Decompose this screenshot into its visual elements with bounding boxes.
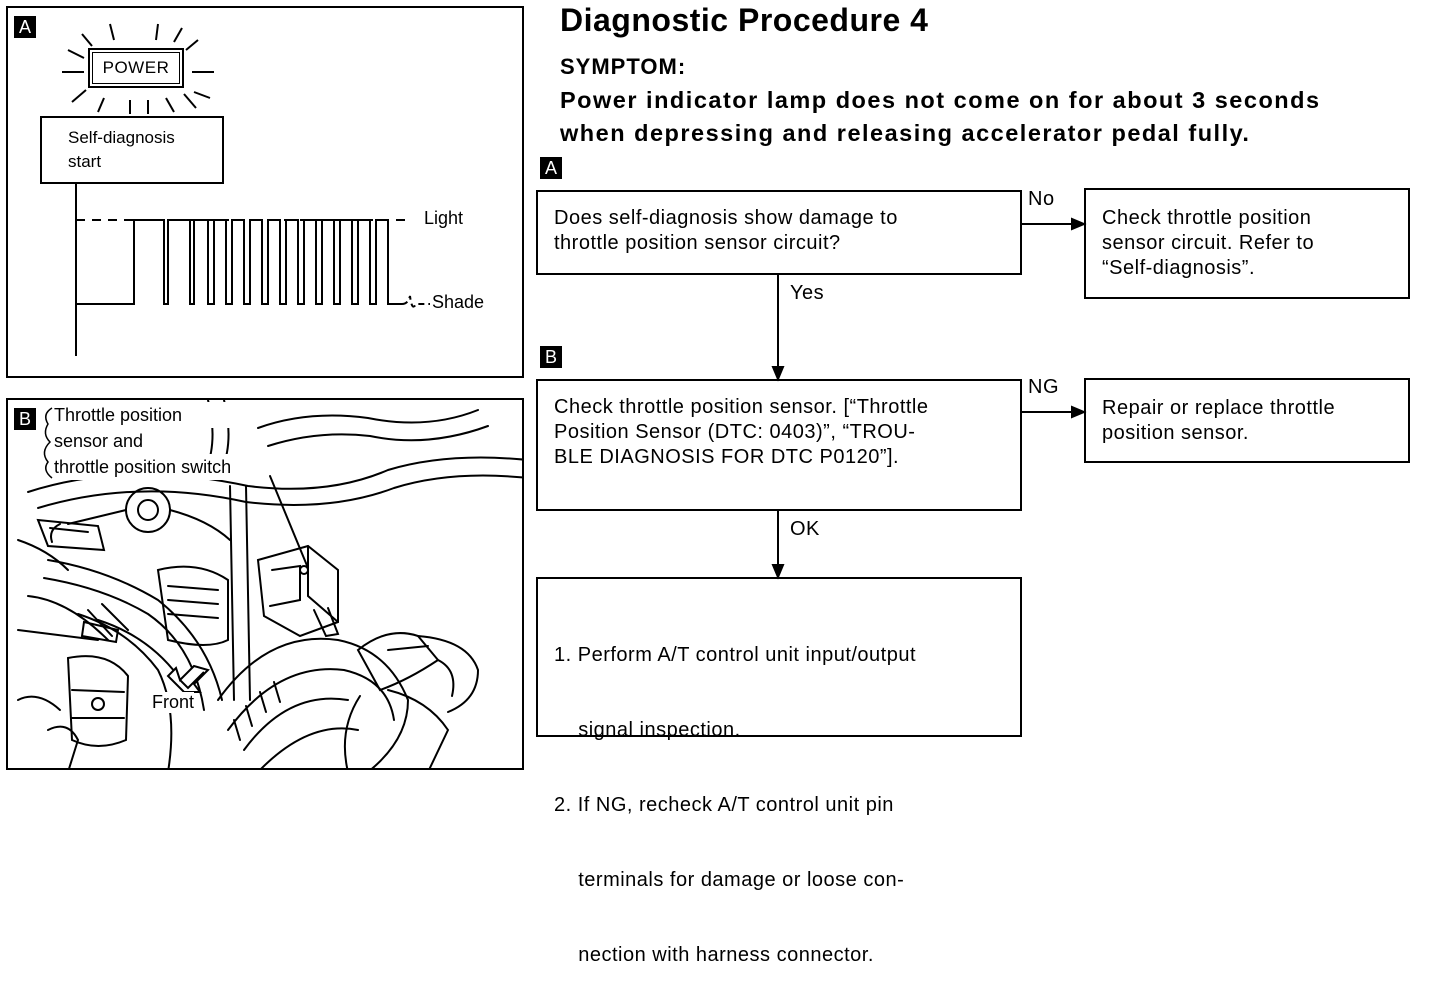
- sensor-callout: Throttle position sensor and throttle po…: [54, 402, 232, 480]
- figure-b-tag: B: [14, 408, 36, 430]
- power-label: POWER: [102, 58, 170, 77]
- final-line-2: signal inspection.: [554, 719, 741, 741]
- step-a-tag: A: [540, 157, 562, 179]
- q2-ng-action-box: Repair or replace throttle position sens…: [1084, 378, 1410, 463]
- callout-bracket: [43, 407, 53, 479]
- callout-line-1: Throttle position: [54, 402, 232, 428]
- front-label: Front: [152, 692, 195, 713]
- q2-line-2: Position Sensor (DTC: 0403)”, “TROU-: [554, 421, 916, 443]
- final-line-4: terminals for damage or loose con-: [554, 869, 905, 891]
- q1-line-1: Does self-diagnosis show damage to: [554, 207, 898, 229]
- q1-no-label: No: [1028, 188, 1055, 210]
- callout-line-3: throttle position switch: [54, 454, 232, 480]
- start-label-line-1: Self-diagnosis: [68, 128, 175, 147]
- q2-line-1: Check throttle position sensor. [“Thrott…: [554, 396, 929, 418]
- q2-ok-arrow-icon: [771, 564, 785, 580]
- q1-no-action-box: Check throttle position sensor circuit. …: [1084, 188, 1410, 299]
- q1-no-arrow-icon: [1071, 217, 1087, 231]
- q1-no-line-2: sensor circuit. Refer to: [1102, 232, 1315, 254]
- q2-ng-line-2: position sensor.: [1102, 422, 1249, 444]
- final-line-5: nection with harness connector.: [554, 944, 874, 966]
- waveform-trace: [76, 219, 402, 305]
- symptom-line-2: when depressing and releasing accelerato…: [560, 120, 1251, 146]
- figure-a-panel: A POWER Self-diagnosis start: [6, 6, 524, 378]
- q1-line-2: throttle position sensor circuit?: [554, 232, 841, 254]
- q1-no-line-1: Check throttle position: [1102, 207, 1312, 229]
- step-b-tag: B: [540, 346, 562, 368]
- page-title: Diagnostic Procedure 4: [560, 2, 929, 38]
- question-1-box: Does self-diagnosis show damage to throt…: [536, 190, 1022, 275]
- power-lamp-inner: POWER: [92, 52, 180, 84]
- power-indicator-lamp: POWER: [88, 48, 184, 88]
- symptom-line-1: Power indicator lamp does not come on fo…: [560, 87, 1321, 113]
- start-label-line-2: start: [68, 152, 102, 171]
- light-label: Light: [424, 208, 464, 228]
- question-2-box: Check throttle position sensor. [“Thrott…: [536, 379, 1022, 511]
- figure-b-panel: B Throttle position sensor and throttle …: [6, 398, 524, 770]
- symptom-text: Power indicator lamp does not come on fo…: [560, 84, 1321, 150]
- q1-no-line-3: “Self-diagnosis”.: [1102, 257, 1256, 279]
- q2-ng-line-1: Repair or replace throttle: [1102, 397, 1336, 419]
- q2-line-3: BLE DIAGNOSIS FOR DTC P0120”].: [554, 446, 900, 468]
- figure-a-tag: A: [14, 16, 36, 38]
- q1-yes-arrow-icon: [771, 366, 785, 382]
- lamp-glow-icon: [62, 23, 214, 114]
- symptom-heading: SYMPTOM:: [560, 54, 687, 79]
- q1-yes-label: Yes: [790, 282, 825, 304]
- final-line-1: 1. Perform A/T control unit input/output: [554, 644, 917, 666]
- callout-line-2: sensor and: [54, 428, 144, 454]
- self-diagnosis-start-box: Self-diagnosis start: [40, 116, 224, 184]
- q2-ok-label: OK: [790, 518, 820, 540]
- final-line-3: 2. If NG, recheck A/T control unit pin: [554, 794, 894, 816]
- q2-ng-label: NG: [1028, 376, 1059, 398]
- lamp-waveform: [75, 182, 430, 356]
- q2-ng-arrow-icon: [1071, 405, 1087, 419]
- front-arrow-icon: [166, 664, 210, 693]
- final-action-box: 1. Perform A/T control unit input/output…: [536, 577, 1022, 966]
- shade-label: Shade: [432, 292, 485, 312]
